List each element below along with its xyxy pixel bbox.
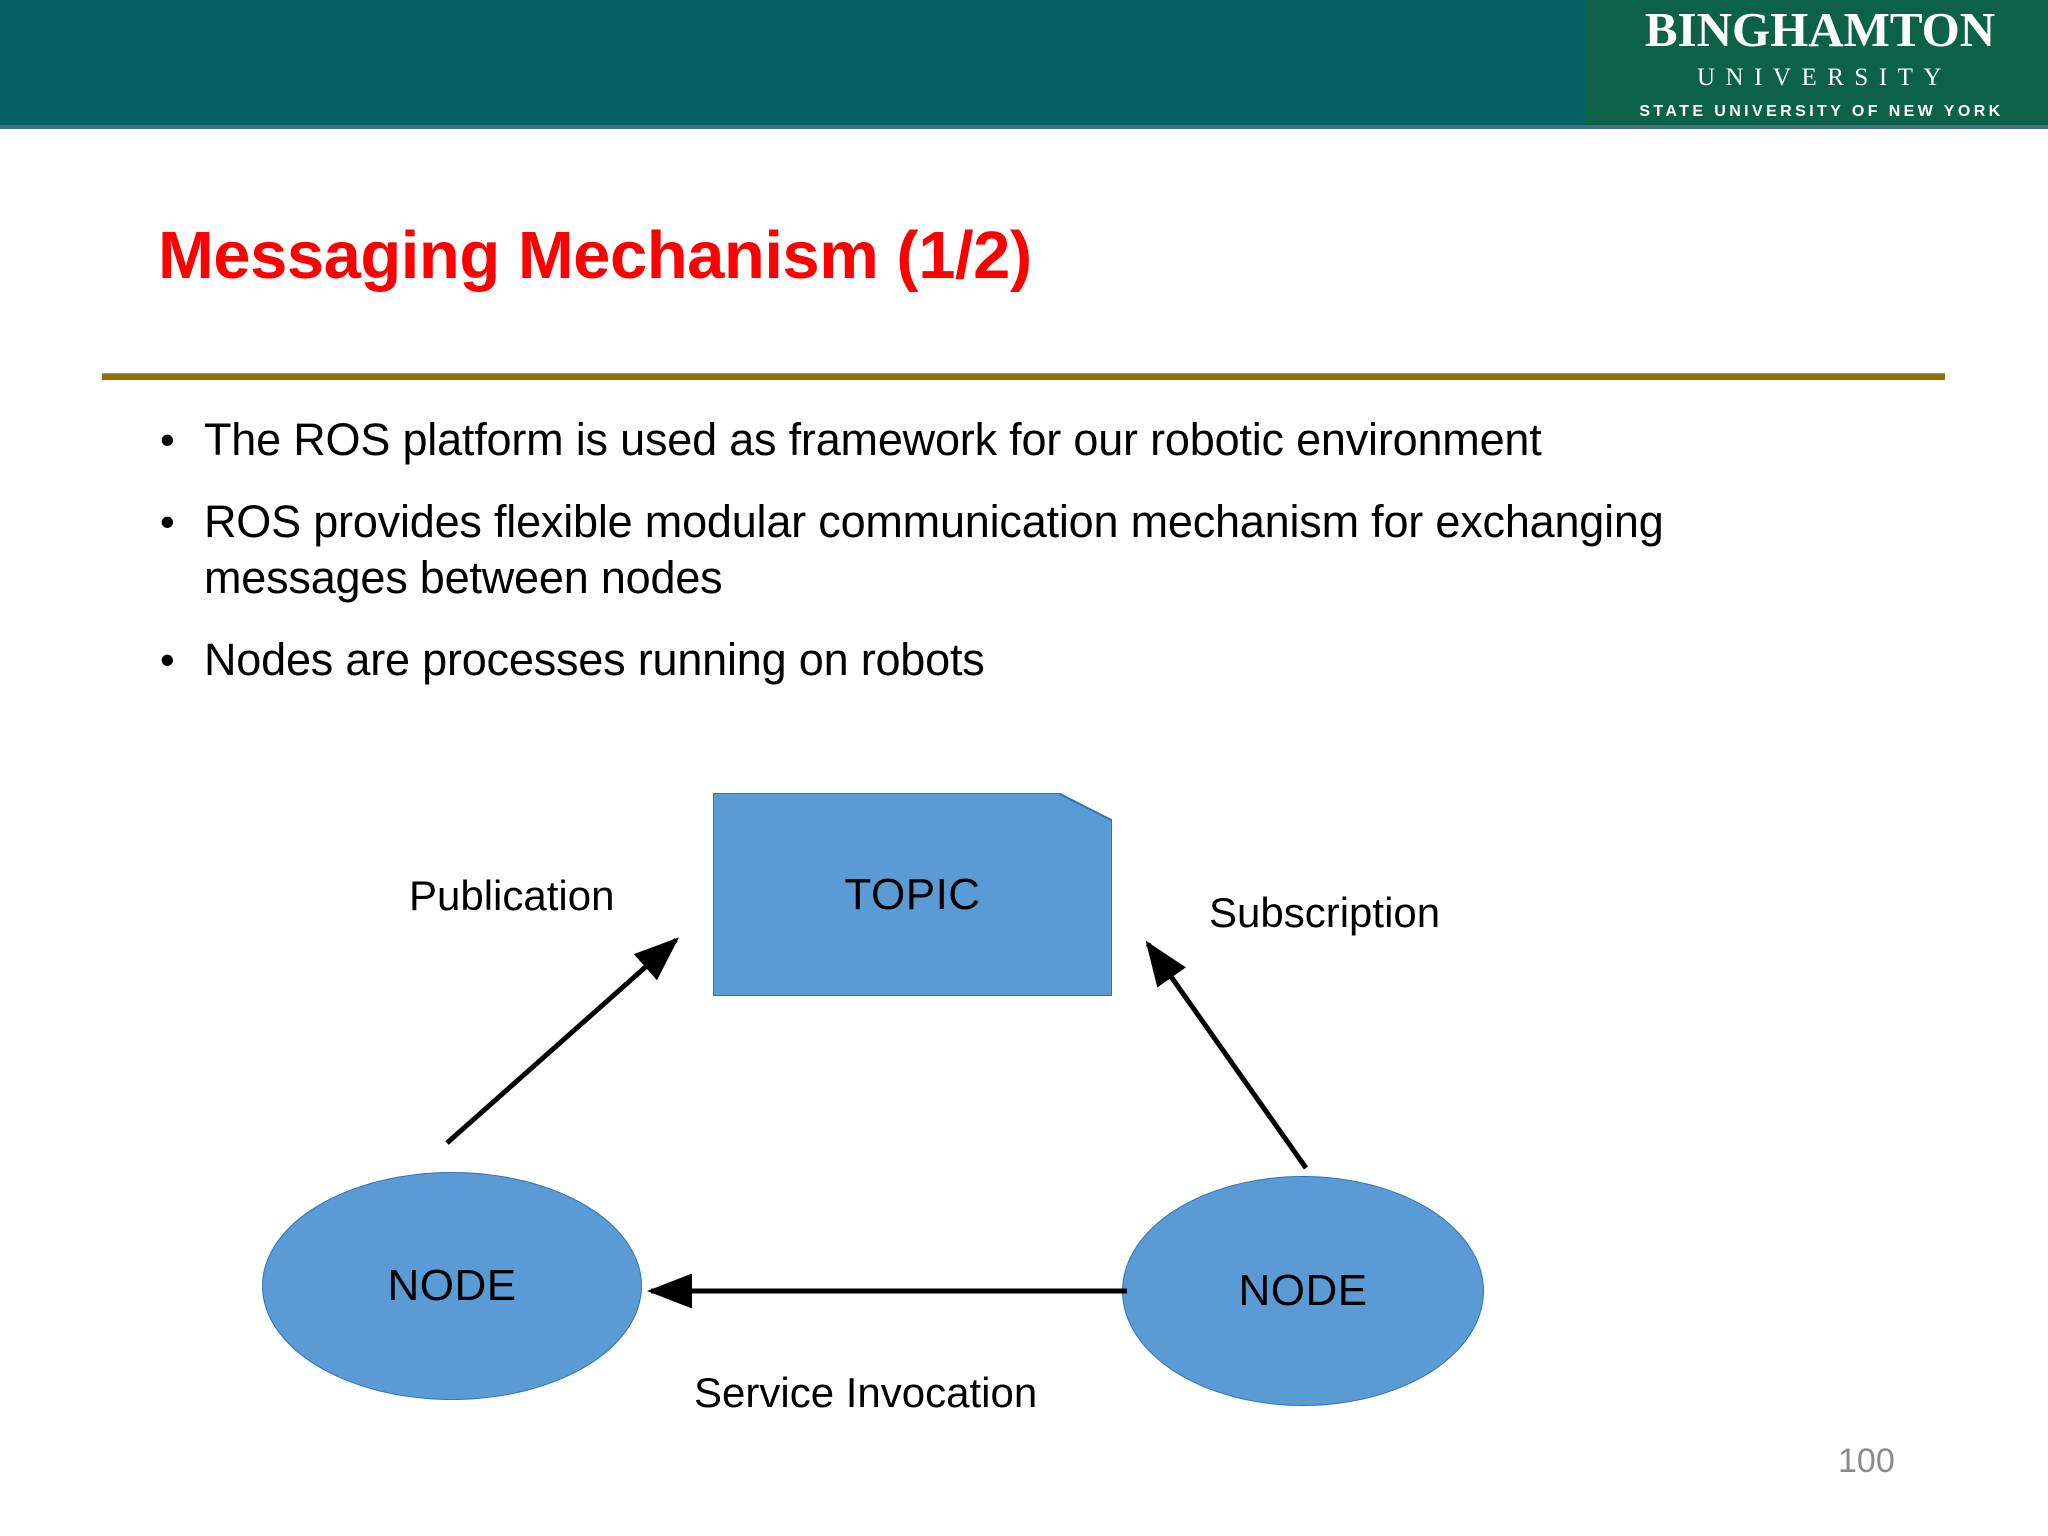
bullet-text: The ROS platform is used as framework fo… (204, 414, 1542, 465)
list-item: • ROS provides flexible modular communic… (152, 494, 1872, 606)
node-right-label: NODE (1238, 1266, 1368, 1315)
bullet-list: • The ROS platform is used as framework … (152, 412, 1872, 714)
list-item: • Nodes are processes running on robots (152, 632, 1872, 688)
service-invocation-label: Service Invocation (694, 1369, 1038, 1416)
slide-title: Messaging Mechanism (1/2) (158, 218, 1032, 293)
banner-accent-line (0, 125, 2048, 129)
bullet-text: ROS provides flexible modular communicat… (204, 496, 1664, 603)
bullet-marker-icon: • (160, 498, 175, 545)
publication-label: Publication (409, 872, 615, 919)
logo-suny-text: STATE UNIVERSITY OF NEW YORK (1639, 103, 2004, 120)
binghamton-university-logo: BINGHAMTON UNIVERSITY STATE UNIVERSITY O… (1586, 0, 2048, 125)
bullet-marker-icon: • (160, 636, 175, 683)
publication-arrow (445, 937, 679, 1145)
title-divider-rule (102, 373, 1945, 380)
node-left-label: NODE (387, 1261, 517, 1310)
page-number: 100 (1838, 1442, 1895, 1480)
topic-label: TOPIC (844, 869, 981, 919)
node-left-ellipse: NODE (262, 1172, 642, 1400)
subscription-arrow (1145, 940, 1309, 1170)
logo-wordmark-binghamton: BINGHAMTON (1644, 2, 1996, 57)
list-item: • The ROS platform is used as framework … (152, 412, 1872, 468)
node-right-ellipse: NODE (1122, 1176, 1484, 1406)
bullet-marker-icon: • (160, 416, 175, 463)
bullet-text: Nodes are processes running on robots (204, 634, 985, 685)
topic-shape: TOPIC (713, 793, 1112, 996)
logo-university-text: UNIVERSITY (1697, 64, 1952, 91)
subscription-label: Subscription (1209, 889, 1441, 936)
